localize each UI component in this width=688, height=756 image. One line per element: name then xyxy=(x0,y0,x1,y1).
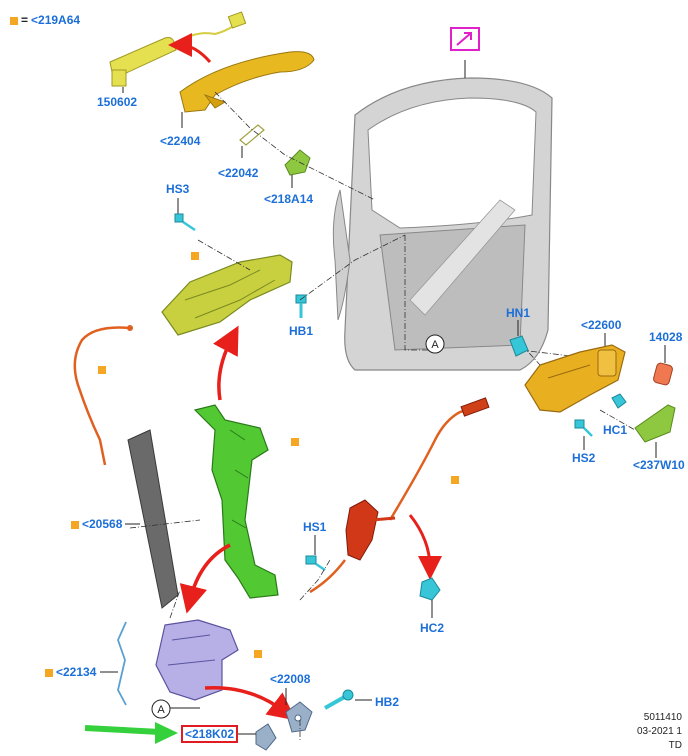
label-hb1: HB1 xyxy=(289,324,314,338)
interior-handle-part xyxy=(524,344,626,413)
label-hc1: HC1 xyxy=(603,423,628,437)
label-14028: 14028 xyxy=(649,330,683,344)
bolt-hb2 xyxy=(324,689,354,710)
label-218K02-boxed: <218K02 xyxy=(181,725,239,743)
clip-hc1 xyxy=(611,393,627,409)
marker-22134 xyxy=(45,668,53,677)
lock-rod-part xyxy=(117,621,127,706)
label-22134: <22134 xyxy=(45,665,96,679)
marker-20568 xyxy=(71,520,79,529)
label-22404: <22404 xyxy=(160,134,201,148)
arrow-carrier-to-lock xyxy=(179,543,231,614)
arrow-latch-to-striker xyxy=(204,685,297,721)
arrow-bracket-to-frame xyxy=(213,325,239,401)
shim-part xyxy=(255,723,277,751)
label-20568: <20568 xyxy=(71,517,122,531)
label-hs2: HS2 xyxy=(572,451,596,465)
legend-equals: = xyxy=(21,13,29,27)
label-hs3: HS3 xyxy=(166,182,190,196)
door-shell xyxy=(332,60,553,371)
marker-frame xyxy=(191,252,199,260)
label-20568-text: <20568 xyxy=(82,517,123,531)
marker-interior-cable xyxy=(451,476,459,484)
callout-a-lower: A xyxy=(151,699,171,719)
front-indicator-icon xyxy=(450,27,480,51)
handle-frame-part xyxy=(161,254,293,336)
legend: =<219A64 xyxy=(10,13,80,27)
handle-bracket-part xyxy=(284,149,311,188)
exterior-cable-part xyxy=(73,325,133,466)
channel-part xyxy=(127,429,179,609)
striker-part xyxy=(285,701,313,733)
trim-panel-part xyxy=(634,404,676,458)
marker-latch xyxy=(254,650,262,658)
label-22134-text: <22134 xyxy=(56,665,97,679)
label-237W10: <237W10 xyxy=(633,458,685,472)
label-218K02: <218K02 xyxy=(181,725,239,743)
marker-carrier xyxy=(291,438,299,446)
screw-hs1 xyxy=(305,535,326,572)
footer-date: 03-2021 1 xyxy=(636,726,682,737)
nut-hn1 xyxy=(509,320,529,357)
exterior-handle-part xyxy=(179,51,315,125)
label-hc2: HC2 xyxy=(420,621,445,635)
arrow-handle-to-cover xyxy=(168,33,212,63)
screw-hs2 xyxy=(574,419,593,450)
switch-bezel-part xyxy=(653,345,673,386)
label-218A14: <218A14 xyxy=(264,192,314,206)
screw-hs3 xyxy=(174,198,196,232)
gasket-part xyxy=(239,124,265,158)
bolt-hb1 xyxy=(295,294,307,318)
legend-code: <219A64 xyxy=(31,13,81,27)
footer-initials: TD xyxy=(668,740,682,751)
interior-cable-part xyxy=(309,397,490,594)
callout-a-upper: A xyxy=(425,334,445,354)
label-hs1: HS1 xyxy=(303,520,327,534)
label-22600: <22600 xyxy=(581,318,622,332)
marker-cable xyxy=(98,366,106,374)
carrier-bracket-part xyxy=(193,404,279,599)
green-pointer-arrow xyxy=(84,722,178,744)
label-hb2: HB2 xyxy=(375,695,400,709)
label-hn1: HN1 xyxy=(506,306,531,320)
arrow-bracket-to-hc2 xyxy=(408,514,442,580)
label-150602: 150602 xyxy=(97,95,138,109)
callout-a-upper-text: A xyxy=(431,339,439,351)
footer-code: 5011410 xyxy=(643,712,682,723)
label-22008: <22008 xyxy=(270,672,311,686)
door-latch-part xyxy=(155,619,239,701)
label-22042: <22042 xyxy=(218,166,259,180)
clip-hc2 xyxy=(419,577,441,618)
cable-bracket-part xyxy=(345,499,396,561)
legend-marker xyxy=(10,16,18,25)
callout-a-lower-text: A xyxy=(157,704,165,716)
